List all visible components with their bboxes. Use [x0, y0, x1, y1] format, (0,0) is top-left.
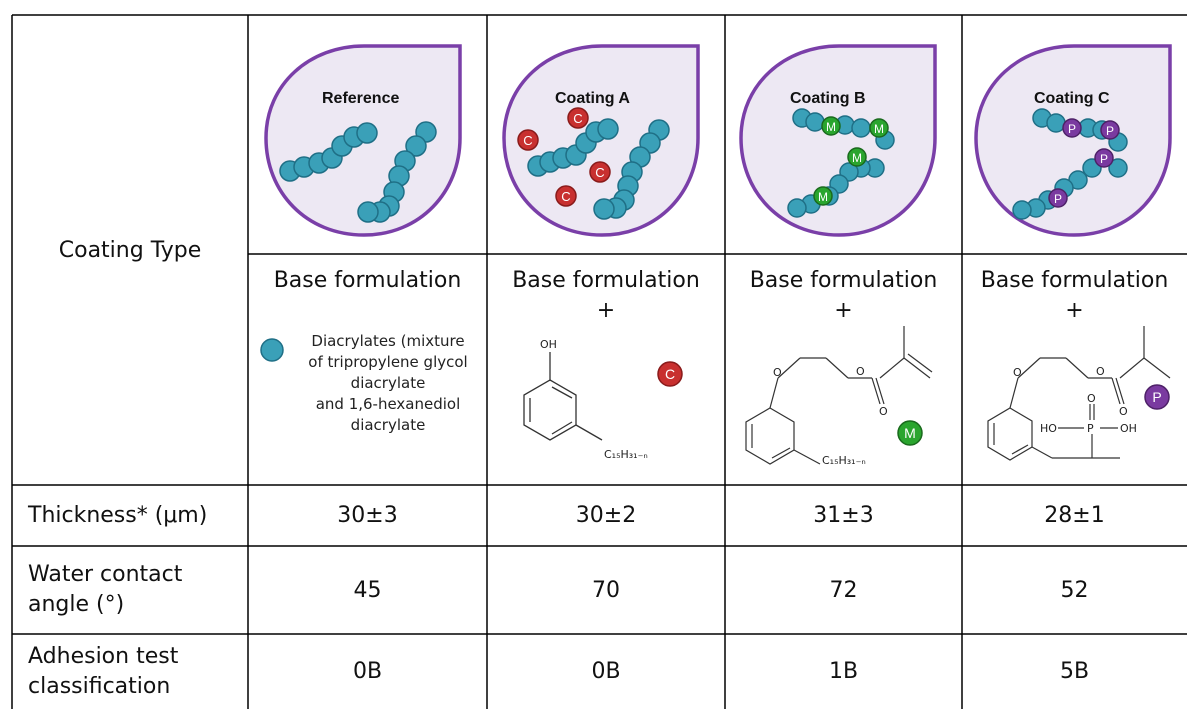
table-cell: 72 — [829, 577, 858, 603]
svg-text:O: O — [856, 365, 865, 378]
row-label-thickness: Thickness* (μm) — [28, 502, 208, 528]
phosphonated-structure: O O O O P HO OH P — [987, 326, 1171, 461]
methacrylate-structure: O O O C₁₅H₃₁₋ₙ M — [745, 326, 933, 467]
svg-text:O: O — [773, 366, 782, 379]
svg-text:P: P — [1087, 422, 1094, 435]
svg-text:C: C — [561, 189, 570, 204]
plus-sign-c: + — [1065, 298, 1084, 323]
table-cell: 28±1 — [1044, 503, 1105, 528]
drop-label-coating-b: Coating B — [790, 90, 866, 107]
table-cell: 0B — [352, 659, 383, 684]
svg-text:M: M — [826, 120, 836, 134]
svg-text:P: P — [1068, 122, 1076, 136]
table-cell: 5B — [1059, 659, 1090, 684]
drop-label-coating-c: Coating C — [1034, 90, 1110, 107]
chain-beads — [527, 118, 670, 220]
formulation-title-reference: Base formulation — [273, 268, 462, 293]
svg-text:P: P — [1100, 152, 1108, 166]
table-cell: 30±2 — [575, 503, 637, 528]
svg-text:O: O — [1087, 392, 1096, 405]
svg-text:M: M — [874, 122, 884, 136]
svg-text:O: O — [1119, 405, 1128, 418]
drop-coating-a: Coating A C C C C — [502, 44, 700, 237]
formulation-title-coating-b: Base formulation — [749, 268, 938, 293]
svg-text:HO: HO — [1040, 422, 1057, 435]
svg-text:C₁₅H₃₁₋ₙ: C₁₅H₃₁₋ₙ — [604, 448, 648, 461]
row-label-adhesion-test: Adhesion test classification — [28, 643, 179, 699]
svg-text:C: C — [573, 111, 582, 126]
svg-text:C: C — [523, 133, 532, 148]
table-cell: 70 — [592, 577, 620, 603]
svg-text:M: M — [852, 151, 862, 165]
drop-coating-c: Coating C P P P P — [974, 44, 1172, 237]
row-label-water-contact-angle: Water contact angle (°) — [28, 562, 183, 617]
svg-text:M: M — [818, 190, 828, 204]
table-cell: 0B — [591, 659, 621, 684]
plus-sign-a: + — [596, 298, 616, 323]
additive-bead-p — [1144, 384, 1170, 410]
chain-beads — [1012, 108, 1128, 220]
additive-bead-m — [897, 420, 923, 446]
svg-text:O: O — [1096, 365, 1105, 378]
svg-text:O: O — [1013, 366, 1022, 379]
formulation-title-coating-c: Base formulation — [980, 268, 1169, 293]
svg-text:C: C — [665, 366, 675, 382]
svg-text:OH: OH — [540, 338, 557, 351]
svg-text:C: C — [595, 165, 604, 180]
svg-text:M: M — [904, 425, 916, 441]
svg-text:P: P — [1106, 124, 1114, 138]
drop-reference: Reference — [264, 44, 462, 237]
drop-label-reference: Reference — [322, 90, 399, 107]
chain-beads — [279, 121, 437, 223]
additive-beads-m: M M M M — [813, 116, 889, 206]
table-cell: 45 — [353, 577, 382, 603]
svg-text:OH: OH — [1120, 422, 1137, 435]
additive-beads-c: C C C C — [517, 107, 611, 207]
table-cell: 31±3 — [813, 503, 874, 528]
plus-sign-b: + — [834, 298, 853, 323]
additive-beads-p: P P P P — [1048, 118, 1120, 208]
drop-label-coating-a: Coating A — [555, 90, 630, 107]
svg-text:C₁₅H₃₁₋ₙ: C₁₅H₃₁₋ₙ — [822, 454, 866, 467]
svg-text:P: P — [1054, 192, 1062, 206]
coating-type-label: Coating Type — [58, 237, 202, 263]
table-cell: 30±3 — [337, 503, 398, 528]
table-cell: 1B — [828, 659, 859, 684]
svg-text:P: P — [1152, 389, 1161, 405]
drop-coating-b: Coating B M M M M — [739, 44, 937, 237]
cardanol-structure: OH C₁₅H₃₁₋ₙ C — [523, 338, 683, 461]
additive-bead-c — [657, 361, 683, 387]
diacrylate-bead-icon — [260, 338, 284, 362]
svg-text:O: O — [879, 405, 888, 418]
table-cell: 52 — [1060, 577, 1089, 603]
diacrylate-legend: Diacrylates (mixture of tripropylene gly… — [308, 332, 468, 434]
formulation-title-coating-a: Base formulation — [512, 268, 700, 293]
